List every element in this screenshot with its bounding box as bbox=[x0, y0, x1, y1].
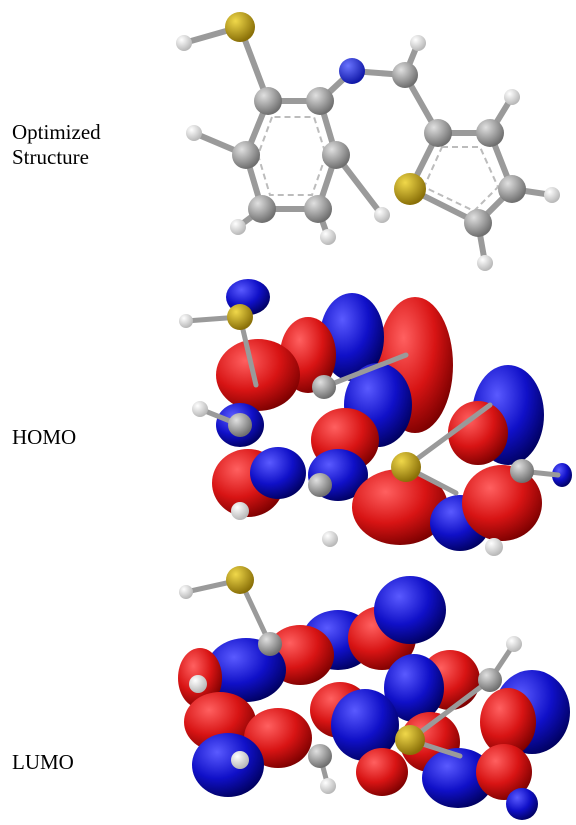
label-optimized-line2: Structure bbox=[12, 145, 89, 169]
label-lumo: LUMO bbox=[12, 750, 74, 774]
label-optimized-structure: Optimized Structure bbox=[12, 120, 101, 170]
label-homo: HOMO bbox=[12, 425, 77, 449]
optimized-structure-panel bbox=[160, 5, 570, 280]
optimized-structure-svg bbox=[176, 12, 560, 271]
lumo-lobes bbox=[178, 576, 570, 820]
homo-lobes bbox=[212, 279, 572, 551]
lumo-orbital-svg bbox=[178, 566, 570, 820]
atoms bbox=[176, 12, 560, 271]
lumo-atoms bbox=[179, 566, 522, 794]
lumo-panel bbox=[160, 560, 576, 822]
homo-orbital-svg bbox=[179, 279, 572, 556]
label-optimized-line1: Optimized bbox=[12, 120, 101, 144]
homo-atoms bbox=[179, 304, 534, 556]
homo-panel bbox=[160, 275, 576, 565]
